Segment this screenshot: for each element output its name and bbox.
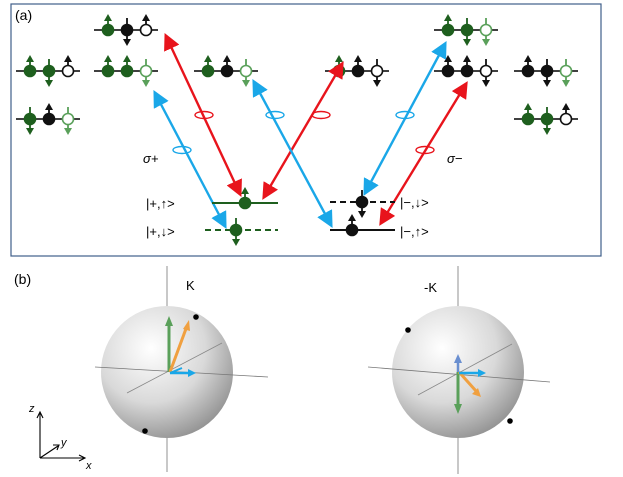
- spin-configuration: [94, 55, 158, 87]
- spin-glyph: [332, 55, 346, 78]
- spin-configuration: [94, 14, 158, 46]
- spin-configuration: [194, 55, 258, 87]
- coordinate-axes: [36, 410, 87, 462]
- sphere-depth-axis: [126, 342, 223, 394]
- green-vector-head: [454, 404, 462, 414]
- sphere-k-label: K: [186, 278, 195, 293]
- spin-configuration: [434, 55, 498, 87]
- spin-glyph: [220, 55, 234, 78]
- bloch-sphere-minus-k: -K: [367, 266, 551, 474]
- spin-glyph: [23, 107, 37, 135]
- spin-glyph: [139, 14, 153, 37]
- spin-configuration: [514, 103, 578, 135]
- spin-glyph: [201, 55, 215, 78]
- state-plus-up-label: |+,↑>: [146, 196, 175, 211]
- spin-glyph: [370, 59, 384, 87]
- spin-configuration: [325, 55, 389, 87]
- panel-b: (b) K: [14, 266, 551, 474]
- sigma-minus-label: σ−: [447, 151, 463, 166]
- spin-glyph: [139, 59, 153, 87]
- panel-b-label: (b): [14, 271, 31, 287]
- spin-glyph: [23, 55, 37, 78]
- circular-polarization-icon: [311, 110, 331, 120]
- spin-glyph: [229, 218, 243, 246]
- spin-glyph: [441, 14, 455, 37]
- spin-glyph: [42, 59, 56, 87]
- green-vector-head: [165, 316, 173, 326]
- blue-vector-head: [478, 369, 486, 377]
- spin-glyph: [479, 59, 493, 87]
- spin-glyph: [345, 214, 359, 237]
- spin-glyph: [521, 103, 535, 126]
- spin-glyph: [521, 55, 535, 78]
- sphere-depth-axis: [417, 343, 513, 396]
- spin-glyph: [61, 107, 75, 135]
- panel-a-label: (a): [15, 7, 32, 23]
- exciton-level-glyphs: [229, 187, 369, 246]
- spin-glyph: [460, 55, 474, 78]
- polarization-symbols: [172, 110, 435, 155]
- spin-glyph: [351, 55, 365, 78]
- orange-vector-head: [183, 320, 190, 331]
- axis-z-label: z: [28, 403, 35, 415]
- sphere-point: [405, 327, 411, 333]
- sphere-point: [193, 314, 199, 320]
- orange-vector-head: [472, 388, 481, 397]
- spin-configuration: [16, 55, 80, 87]
- spin-glyph: [238, 187, 252, 210]
- orange-vector: [457, 370, 478, 393]
- state-minus-up-label: |−,↑>: [400, 224, 429, 239]
- sigma-plus-label: σ+: [143, 151, 159, 166]
- red-transition-arrow: [262, 61, 344, 200]
- state-plus-down-label: |+,↓>: [146, 224, 175, 239]
- spin-glyph: [441, 55, 455, 78]
- blue-transition-arrow: [252, 79, 333, 228]
- transition-arrows: [153, 32, 468, 229]
- blue-vector-head: [188, 369, 196, 377]
- spin-glyph: [460, 18, 474, 46]
- spin-glyph: [559, 103, 573, 126]
- state-minus-down-label: |−,↓>: [400, 195, 429, 210]
- spin-configuration: [16, 103, 80, 135]
- circular-polarization-icon: [265, 110, 285, 120]
- axis-y-label: y: [60, 437, 68, 449]
- bloch-sphere-k: K: [94, 266, 269, 472]
- spin-configuration: [514, 55, 578, 87]
- spin-glyph: [559, 59, 573, 87]
- spin-glyph: [479, 18, 493, 46]
- sphere-point: [142, 428, 148, 434]
- orange-vector: [168, 325, 189, 373]
- sphere-minus-k-label: -K: [424, 280, 437, 295]
- axis-x-label: x: [85, 460, 92, 472]
- exciton-levels: [205, 201, 395, 231]
- blue-vector-head: [454, 354, 462, 363]
- spin-glyph: [101, 14, 115, 37]
- spin-glyph: [42, 103, 56, 126]
- circular-polarization-icon: [194, 110, 214, 120]
- spin-glyph: [101, 55, 115, 78]
- spin-glyph: [239, 59, 253, 87]
- spin-glyph: [120, 18, 134, 46]
- spin-glyph: [540, 59, 554, 87]
- spin-glyph: [61, 55, 75, 78]
- spin-glyph: [120, 55, 134, 78]
- blue-vector: [169, 367, 183, 374]
- panel-a-frame: [10, 3, 602, 257]
- circular-polarization-icon: [172, 145, 192, 155]
- spin-glyph: [355, 190, 369, 218]
- circular-polarization-icon: [395, 110, 415, 120]
- spin-glyph: [540, 107, 554, 135]
- sphere-point: [507, 418, 513, 424]
- circular-polarization-icon: [415, 145, 435, 155]
- panel-a: (a) σ+ σ− |+,↑>: [10, 3, 602, 257]
- spin-configuration: [434, 14, 498, 46]
- spin-configurations: [16, 14, 578, 246]
